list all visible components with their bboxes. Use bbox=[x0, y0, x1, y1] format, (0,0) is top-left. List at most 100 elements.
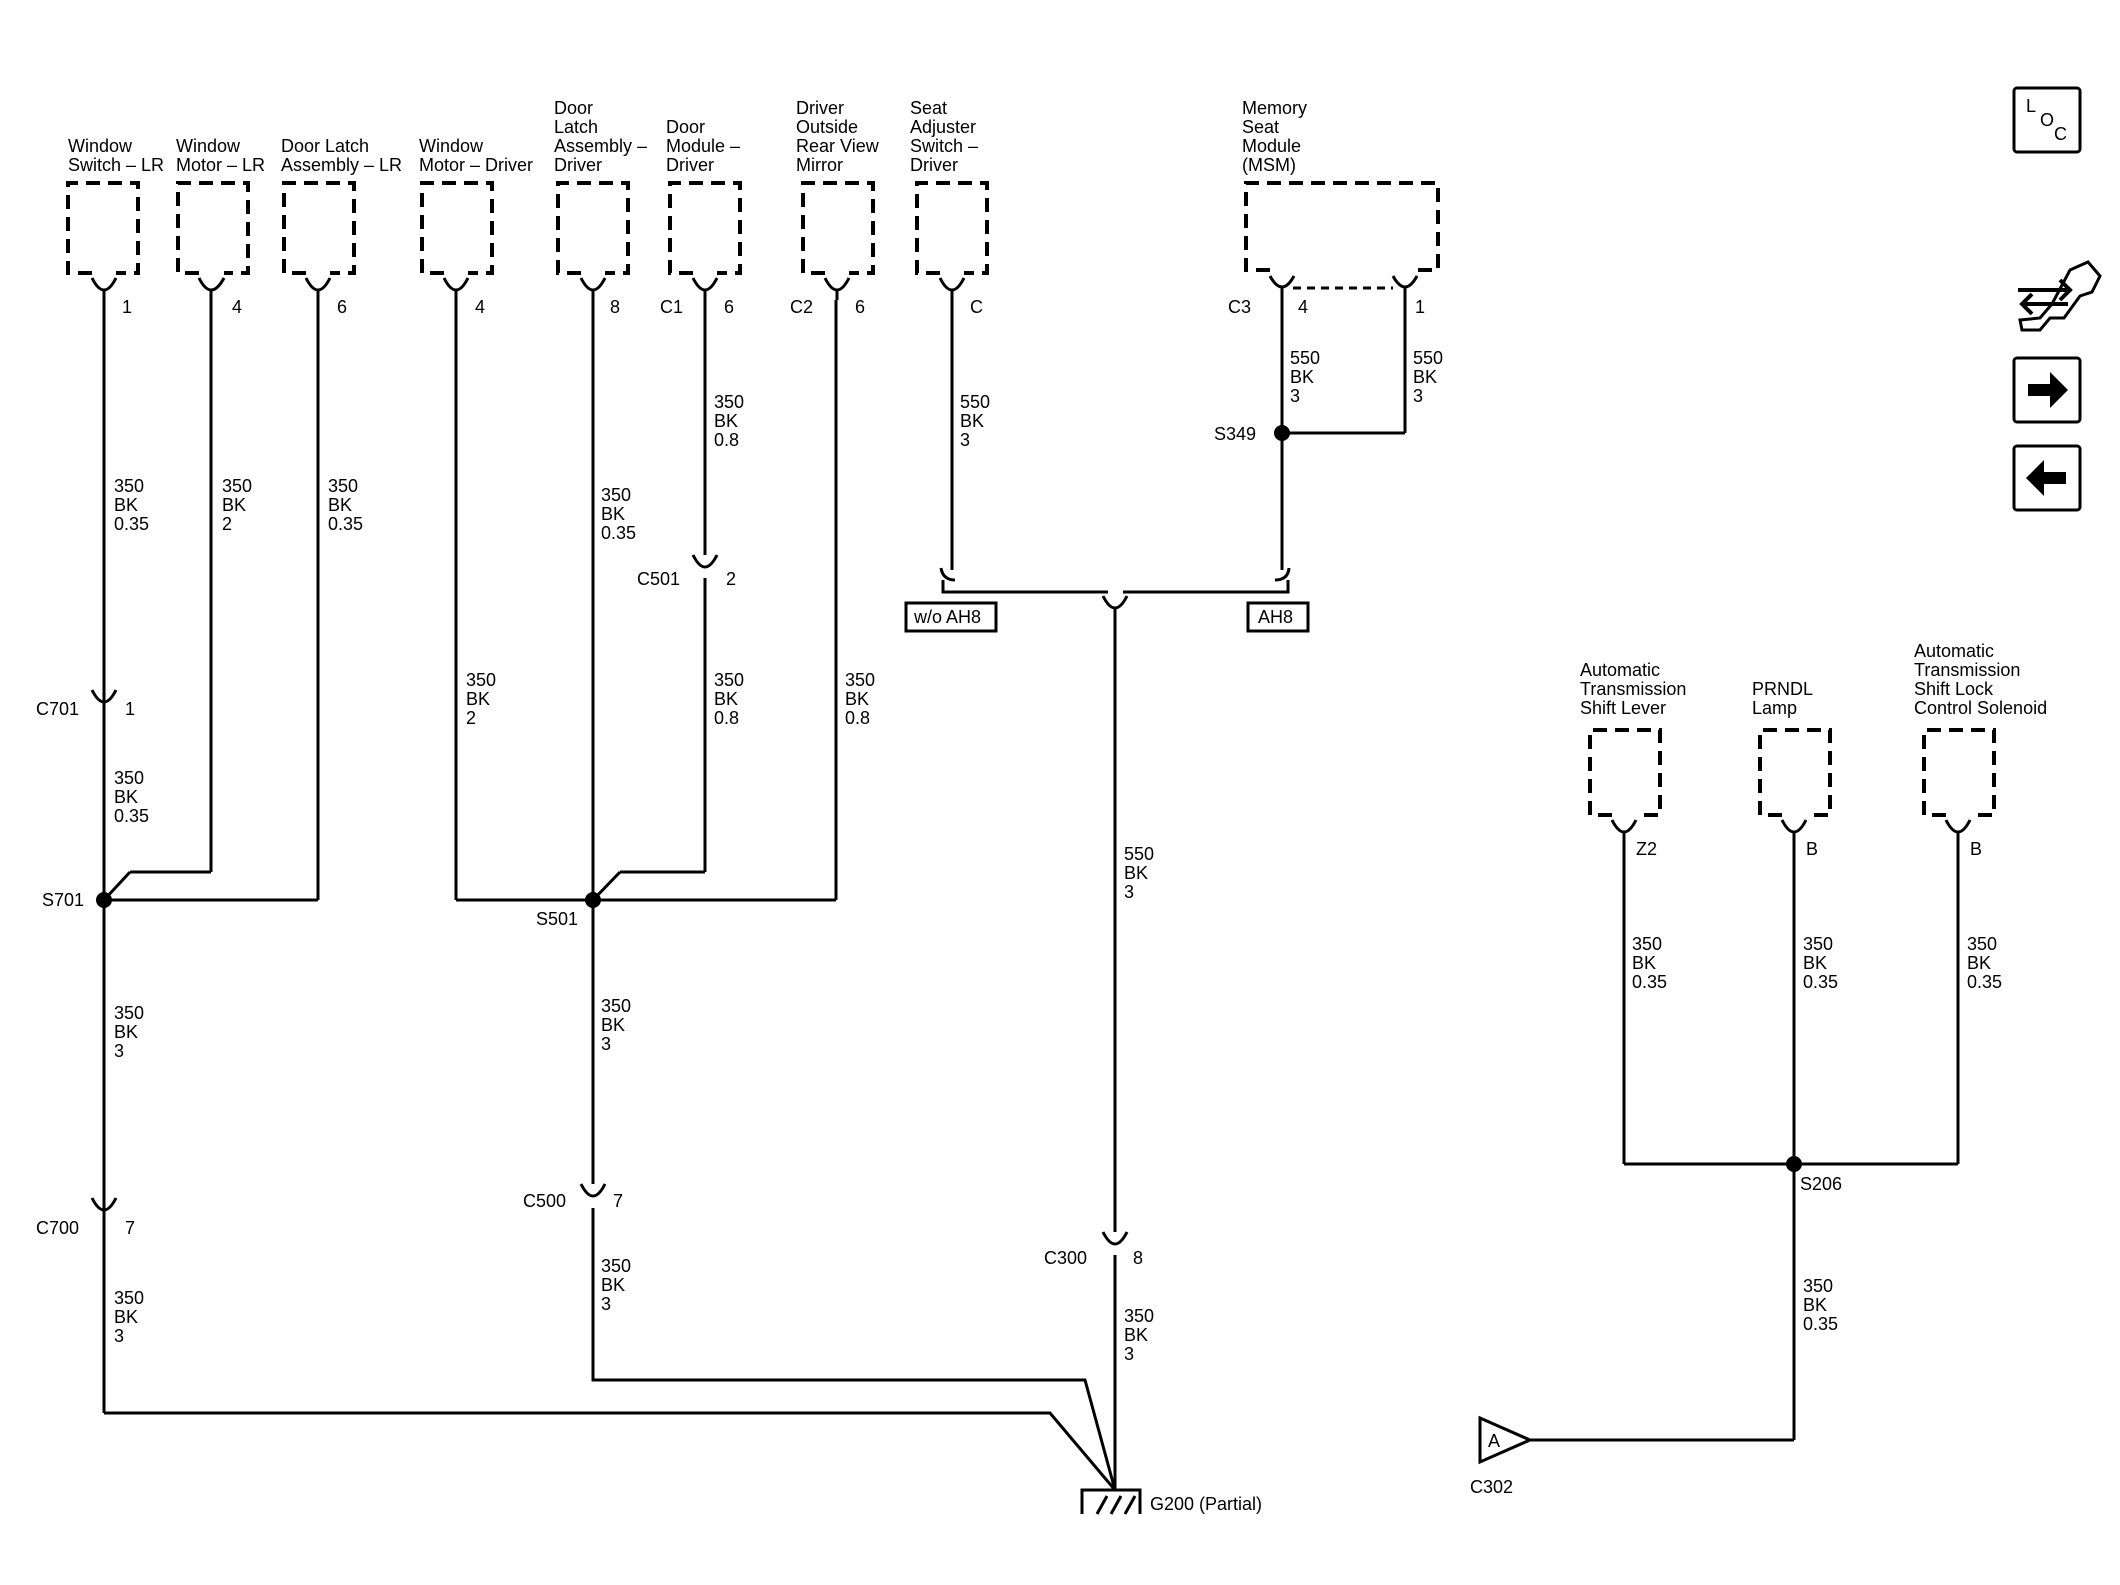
svg-text:7: 7 bbox=[613, 1191, 623, 1211]
connector-c501: C501 bbox=[637, 569, 680, 589]
svg-text:2: 2 bbox=[726, 569, 736, 589]
box-prndl-lamp bbox=[1758, 728, 1832, 817]
terminals bbox=[90, 275, 1972, 1246]
svg-text:C3: C3 bbox=[1228, 297, 1251, 317]
splice-s349: S349 bbox=[1214, 424, 1256, 444]
offpage-connector: A bbox=[1478, 1415, 1534, 1465]
connector-c500: C500 bbox=[523, 1191, 566, 1211]
splice-ids: S701 S501 S349 S206 bbox=[42, 424, 1842, 1194]
loc-button[interactable]: L O C bbox=[2012, 86, 2082, 154]
label-mirror-driver: Driver Outside Rear View Mirror bbox=[796, 98, 884, 175]
option-tag-wo-ah8-box bbox=[904, 601, 998, 633]
label-prndl-lamp: PRNDL Lamp bbox=[1752, 679, 1817, 718]
offpage-ref-label: A bbox=[1488, 1431, 1500, 1451]
connector-c302: C302 bbox=[1470, 1477, 1513, 1497]
label-msm: Memory Seat Module (MSM) bbox=[1242, 98, 1312, 175]
svg-text:C: C bbox=[970, 297, 983, 317]
pin-numbers: 1 4 6 4 8 C1 6 C2 6 C C3 4 1 Z2 B B bbox=[122, 297, 1982, 859]
box-shift-lock-solenoid bbox=[1922, 728, 1996, 817]
box-shift-lever bbox=[1588, 728, 1662, 817]
box-seat-adjuster-driver bbox=[915, 181, 989, 275]
svg-text:Z2: Z2 bbox=[1636, 839, 1657, 859]
svg-text:4: 4 bbox=[232, 297, 242, 317]
arrow-left-icon[interactable] bbox=[2012, 444, 2082, 512]
label-shift-lever: Automatic Transmission Shift Lever bbox=[1580, 660, 1691, 718]
box-door-latch-lr bbox=[282, 181, 356, 275]
splice-s701-dot bbox=[96, 892, 112, 908]
splice-s701: S701 bbox=[42, 890, 84, 910]
arrow-right-icon[interactable] bbox=[2012, 356, 2082, 424]
svg-text:6: 6 bbox=[855, 297, 865, 317]
box-msm bbox=[1244, 181, 1440, 272]
ground-symbol bbox=[1080, 1488, 1142, 1515]
splice-s501-dot bbox=[585, 892, 601, 908]
label-door-latch-driver: Door Latch Assembly – Driver bbox=[554, 98, 652, 175]
box-window-motor-driver bbox=[420, 181, 494, 275]
svg-text:6: 6 bbox=[724, 297, 734, 317]
option-tag-ah8: AH8 bbox=[1258, 607, 1293, 627]
box-door-latch-driver bbox=[556, 181, 630, 275]
label-window-switch-lr: Window Switch – LR bbox=[68, 136, 164, 175]
label-window-motor-lr: Window Motor – LR bbox=[176, 136, 265, 175]
option-tag-ah8-box bbox=[1246, 601, 1310, 633]
svg-text:1: 1 bbox=[122, 297, 132, 317]
connector-c300: C300 bbox=[1044, 1248, 1087, 1268]
label-seat-adjuster-driver: Seat Adjuster Switch – Driver bbox=[910, 98, 983, 175]
label-window-motor-driver: Window Motor – Driver bbox=[419, 136, 533, 175]
svg-text:C2: C2 bbox=[790, 297, 813, 317]
label-shift-lock-solenoid: Automatic Transmission Shift Lock Contro… bbox=[1914, 641, 2047, 718]
svg-text:C: C bbox=[2054, 124, 2067, 144]
ground-label: G200 (Partial) bbox=[1150, 1494, 1262, 1514]
box-mirror-driver bbox=[801, 181, 875, 275]
splice-s206: S206 bbox=[1800, 1174, 1842, 1194]
splice-s349-dot bbox=[1274, 425, 1290, 441]
svg-text:1: 1 bbox=[1415, 297, 1425, 317]
box-window-motor-lr bbox=[176, 181, 250, 275]
svg-text:B: B bbox=[1970, 839, 1982, 859]
svg-text:6: 6 bbox=[337, 297, 347, 317]
svg-text:8: 8 bbox=[1133, 1248, 1143, 1268]
wrench-arrows-icon[interactable] bbox=[2018, 260, 2102, 332]
svg-text:7: 7 bbox=[125, 1218, 135, 1238]
wires bbox=[102, 295, 1960, 1491]
svg-text:8: 8 bbox=[610, 297, 620, 317]
box-door-module-driver bbox=[668, 181, 742, 275]
option-tag-wo-ah8: w/o AH8 bbox=[913, 607, 981, 627]
svg-text:B: B bbox=[1806, 839, 1818, 859]
svg-text:C1: C1 bbox=[660, 297, 683, 317]
svg-text:4: 4 bbox=[1298, 297, 1308, 317]
label-door-module-driver: Door Module – Driver bbox=[666, 117, 745, 175]
connector-c701: C701 bbox=[36, 699, 79, 719]
connector-c700: C700 bbox=[36, 1218, 79, 1238]
box-window-switch-lr bbox=[66, 181, 140, 275]
splice-s501: S501 bbox=[536, 909, 578, 929]
svg-text:1: 1 bbox=[125, 699, 135, 719]
svg-text:L: L bbox=[2026, 96, 2036, 116]
svg-text:O: O bbox=[2040, 110, 2054, 130]
svg-text:4: 4 bbox=[475, 297, 485, 317]
splice-s206-dot bbox=[1786, 1156, 1802, 1172]
